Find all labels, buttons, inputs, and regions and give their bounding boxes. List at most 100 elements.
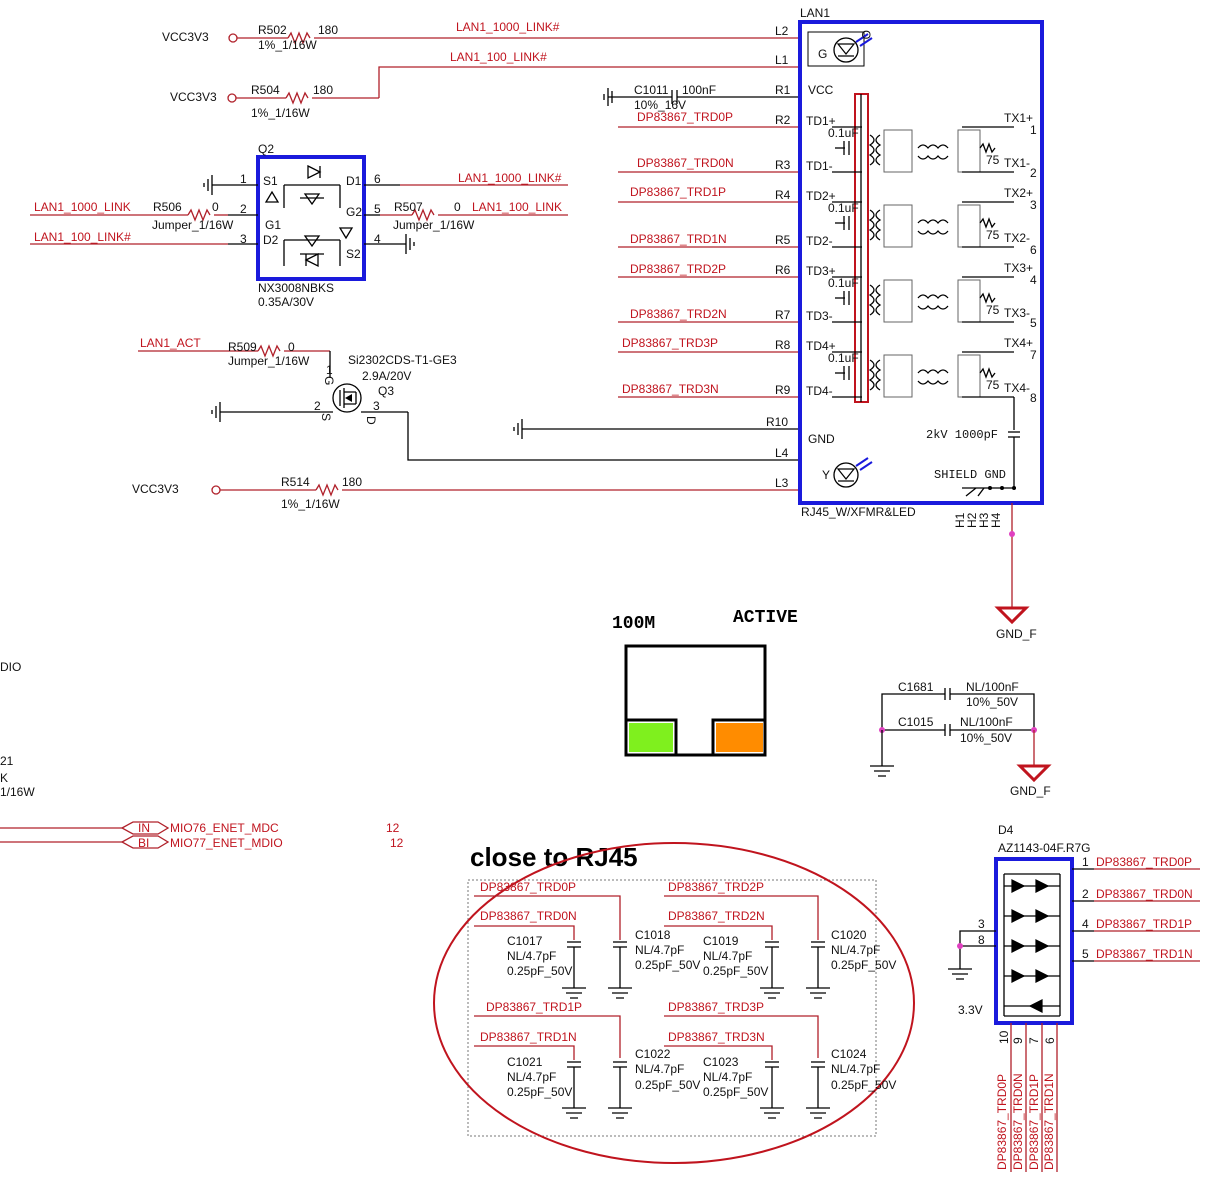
c1011-ref: C1011 [634, 83, 669, 97]
ground-symbol-r10 [513, 419, 532, 439]
lan1-led-top [833, 37, 859, 63]
d4-pin-8: 8 [978, 933, 985, 947]
q3-pin-s: S [319, 413, 333, 421]
lan1-pin-h3: H3 [977, 512, 991, 528]
c1011-value: 100nF [682, 83, 716, 97]
mdc-page-ref: 12 [386, 821, 400, 835]
cap-c1017: C1017 NL/4.7pF 0.25pF_50V [507, 934, 586, 999]
net-d4-bottom-trd1p: DP83867_TRD1P [1027, 1074, 1041, 1170]
c1022-spec: 0.25pF_50V [635, 1078, 700, 1092]
lan1-tx-pin-1: 1 [1030, 123, 1037, 137]
q2-ref: Q2 [258, 142, 274, 156]
vcc3v3-label-1: VCC3V3 [162, 30, 209, 44]
lan1-pin-l2: L2 [775, 24, 789, 38]
q3-body [332, 383, 362, 413]
net-lan1-act: LAN1_ACT [140, 336, 201, 350]
q3-rating: 2.9A/20V [362, 369, 411, 383]
cap-c1020: C1020 NL/4.7pF 0.25pF_50V [806, 928, 896, 999]
net-lan1-1000-link-n-q2: LAN1_1000_LINK# [458, 171, 562, 185]
lan1-pin-h2: H2 [965, 512, 979, 528]
c1024-ref: C1024 [831, 1047, 867, 1061]
lan1-pin-r4: R4 [775, 188, 791, 202]
r507-value: 0 [454, 200, 461, 214]
c1019-value: NL/4.7pF [703, 949, 752, 963]
lan1-led-y-label: Y [822, 468, 830, 482]
net-d4-bottom-trd0p: DP83867_TRD0P [995, 1074, 1009, 1170]
c1015-value: NL/100nF [960, 715, 1013, 729]
c1021-spec: 0.25pF_50V [507, 1085, 572, 1099]
c1022-value: NL/4.7pF [635, 1062, 684, 1076]
lan1-tx-pin-5: 5 [1030, 316, 1037, 330]
lan1-label-td4n: TD4- [806, 384, 833, 398]
net-trd3p: DP83867_TRD3P [622, 336, 718, 350]
lan1-tx3p: TX3+ [1004, 261, 1033, 275]
lan1-part: RJ45_W/XFMR&LED [801, 505, 916, 519]
c1021-value: NL/4.7pF [507, 1070, 556, 1084]
net-cap-trd0n: DP83867_TRD0N [480, 909, 577, 923]
lan1-cap-1: 0.1uF [828, 126, 859, 140]
c1021-ref: C1021 [507, 1055, 543, 1069]
ground-symbol-q2-s1 [203, 175, 222, 195]
lan1-tx-pin-7: 7 [1030, 348, 1037, 362]
edge-text-dio: DIO [0, 660, 21, 674]
ground-symbol-c1011 [603, 88, 618, 106]
power-port-1 [228, 33, 238, 43]
c1023-spec: 0.25pF_50V [703, 1085, 768, 1099]
r509-value: 0 [288, 340, 295, 354]
lan1-label-gnd: GND [808, 432, 835, 446]
c1017-spec: 0.25pF_50V [507, 964, 572, 978]
lan1-pin-r2: R2 [775, 113, 791, 127]
net-cap-trd1n: DP83867_TRD1N [480, 1030, 577, 1044]
d4-pin-10: 10 [997, 1030, 1011, 1044]
q2-pin-num-5: 5 [374, 202, 381, 216]
lan1-tx4n: TX4- [1004, 381, 1030, 395]
r514-value: 180 [342, 475, 362, 489]
lan1-pin-l4: L4 [775, 446, 789, 460]
lan1-res-1: 75 [986, 153, 1000, 167]
net-lan1-100-link-n-left: LAN1_100_LINK# [34, 230, 131, 244]
c1019-ref: C1019 [703, 934, 739, 948]
led-indicator-diagram: 100M ACTIVE [612, 608, 798, 757]
edge-text-1-16w: 1/16W [0, 785, 35, 799]
lan1-tx-pin-3: 3 [1030, 198, 1037, 212]
net-d4-trd0n: DP83867_TRD0N [1096, 887, 1193, 901]
r509-spec: Jumper_1/16W [228, 354, 310, 368]
q3-pin-num-2: 2 [314, 399, 321, 413]
q2-pin-d2: D2 [263, 233, 279, 247]
lan1-tx3n: TX3- [1004, 306, 1030, 320]
net-cap-trd3p: DP83867_TRD3P [668, 1000, 764, 1014]
net-trd2p: DP83867_TRD2P [630, 262, 726, 276]
lan1-led-g-label: G [818, 47, 827, 61]
c1020-spec: 0.25pF_50V [831, 958, 896, 972]
lan1-res-4: 75 [986, 378, 1000, 392]
q2-pin-num-3: 3 [240, 232, 247, 246]
lan1-led-bottom [833, 462, 859, 488]
esd-cap-array: close to RJ45 DP83867_TRD0P DP83867_TRD0… [433, 842, 915, 1164]
c1020-ref: C1020 [831, 928, 867, 942]
edge-text-k: K [0, 771, 8, 785]
q3-part: Si2302CDS-T1-GE3 [348, 353, 457, 367]
c1018-ref: C1018 [635, 928, 671, 942]
c1019-spec: 0.25pF_50V [703, 964, 768, 978]
net-cap-trd2n: DP83867_TRD2N [668, 909, 765, 923]
q2-pin-num-2: 2 [240, 202, 247, 216]
d4-pin-4: 4 [1082, 917, 1089, 931]
q2-body [256, 155, 366, 281]
lan1-ref: LAN1 [800, 6, 830, 20]
q3-pin-num-3: 3 [373, 399, 380, 413]
lan1-label-td3n: TD3- [806, 309, 833, 323]
lan1-body [798, 20, 1044, 505]
vcc-r514-section: VCC3V3 R514 180 1%_1/16W [132, 475, 800, 511]
gnd-f-label-2: GND_F [1010, 784, 1051, 798]
q2-pin-num-4: 4 [374, 232, 381, 246]
q3-pin-d: D [364, 416, 378, 425]
net-mdc: MIO76_ENET_MDC [170, 821, 279, 835]
d4-ref: D4 [998, 823, 1014, 837]
lan1-pin-r6: R6 [775, 263, 791, 277]
lan1-pin-l1: L1 [775, 53, 789, 67]
r507-spec: Jumper_1/16W [393, 218, 475, 232]
highlight-ellipse [433, 842, 915, 1164]
lan1-tx2p: TX2+ [1004, 186, 1033, 200]
lan1-channel-1: 0.1uF 75 [828, 126, 1014, 173]
lan1-pin-r1: R1 [775, 83, 791, 97]
